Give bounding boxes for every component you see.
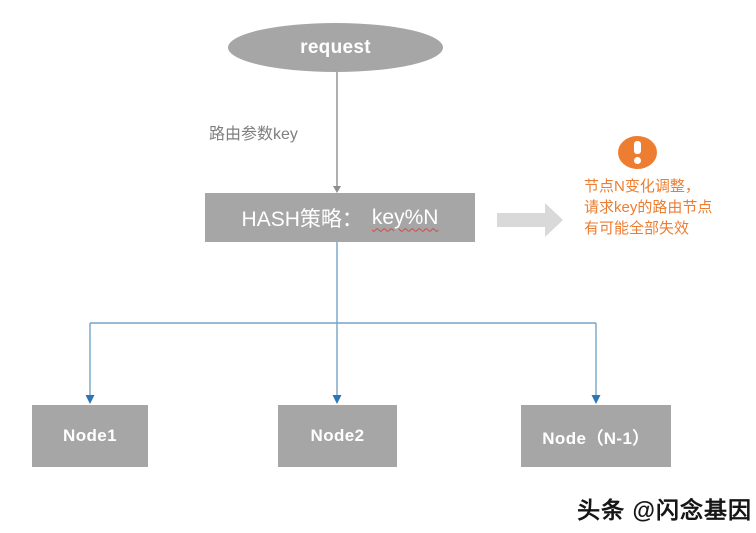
request-label: request (300, 36, 371, 58)
hash-strategy-prefix: HASH策略： (241, 207, 363, 231)
request-node: request (228, 23, 443, 72)
exclamation-dot (634, 157, 641, 164)
hash-strategy-box: HASH策略： key%N (205, 193, 475, 242)
exclamation-bar (634, 141, 641, 154)
request-to-hash-connector (333, 72, 341, 193)
hash-to-nodes-connectors (85, 242, 601, 404)
warning-line: 节点N变化调整， (584, 178, 700, 195)
block-arrow-right-icon (497, 203, 563, 237)
warning-line: 请求key的路由节点 (584, 199, 713, 216)
warning-exclamation-icon (618, 136, 657, 169)
warning-note: 节点N变化调整， 请求key的路由节点 有可能全部失效 (584, 176, 752, 239)
node1-label: Node1 (63, 426, 117, 445)
hash-formula: key%N (371, 205, 439, 229)
warning-line: 有可能全部失效 (584, 220, 690, 237)
routing-key-edge-label: 路由参数key (209, 126, 298, 143)
node-n1-label: Node（N-1） (542, 428, 650, 448)
node-n1-box: Node（N-1） (521, 405, 671, 467)
node2-box: Node2 (278, 405, 397, 467)
node1-box: Node1 (32, 405, 148, 467)
node2-label: Node2 (310, 426, 365, 445)
watermark: 头条 @闪念基因 (577, 497, 752, 523)
